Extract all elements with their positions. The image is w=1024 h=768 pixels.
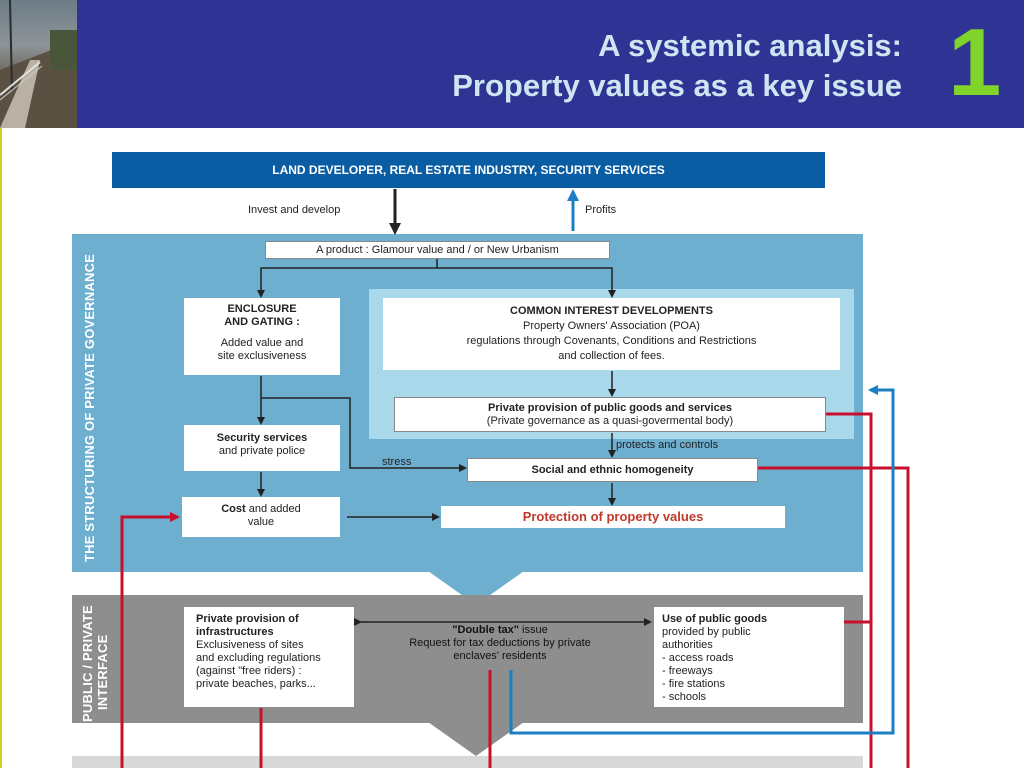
slide-number: 1 <box>948 9 1002 116</box>
public-goods-item2: - freeways <box>662 665 713 677</box>
public-goods-item1: - access roads <box>662 652 734 664</box>
homogeneity-box: Social and ethnic homogeneity <box>467 458 758 482</box>
double-tax-block: "Double tax" issue Request for tax deduc… <box>360 624 640 663</box>
enclosure-title-line1: ENCLOSURE <box>227 303 297 315</box>
private-provision-title: Private provision of public goods and se… <box>488 402 732 414</box>
security-title: Security services <box>216 432 308 444</box>
third-panel-edge <box>72 756 863 768</box>
cost-line2: value <box>247 516 275 528</box>
slide-header: A systemic analysis: Property values as … <box>0 0 1024 128</box>
product-fanout <box>257 259 438 298</box>
public-goods-item4: - schools <box>662 691 707 703</box>
public-goods-line2: authorities <box>662 639 713 651</box>
blue-line-loop <box>509 385 895 735</box>
cid-line2: regulations through Covenants, Condition… <box>466 335 757 347</box>
cost-title: Cost <box>221 503 246 515</box>
infra-text-line2: and excluding regulations <box>196 652 321 664</box>
protection-box: Protection of property values <box>441 506 785 528</box>
infrastructures-box: Private provision of infrastructures Exc… <box>184 607 354 707</box>
stress-label: stress <box>382 456 412 468</box>
photo-thumbnail-drawing <box>0 0 77 128</box>
public-goods-box: Use of public goods provided by public a… <box>654 607 844 707</box>
interface-arrow-notch <box>428 722 524 756</box>
top-bar-label: LAND DEVELOPER, REAL ESTATE INDUSTRY, SE… <box>272 163 665 177</box>
stress-arrow <box>261 397 467 472</box>
enclosure-text-line1: Added value and <box>220 337 304 349</box>
private-provision-box: Private provision of public goods and se… <box>394 397 826 432</box>
infra-text-line4: private beaches, parks... <box>196 678 316 690</box>
cid-line3: and collection of fees. <box>558 350 665 362</box>
cid-box: COMMON INTEREST DEVELOPMENTS Property Ow… <box>383 298 840 370</box>
slide-title-line2: Property values as a key issue <box>452 68 902 103</box>
cost-rest: and added <box>245 503 301 515</box>
left-accent-line <box>0 128 2 768</box>
enclosure-title-line2: AND GATING : <box>224 316 300 328</box>
slide-title-line1: A systemic analysis: <box>598 28 902 63</box>
red-line-homogeneity <box>758 466 910 768</box>
protects-label: protects and controls <box>616 439 719 451</box>
cost-box: Cost and added value <box>182 497 340 537</box>
photo-thumbnail <box>0 0 77 128</box>
public-goods-line1: provided by public <box>662 626 751 638</box>
enclosure-text-line2: site exclusiveness <box>217 350 307 362</box>
security-box: Security services and private police <box>184 425 340 471</box>
double-tax-title: "Double tax" <box>452 624 519 636</box>
cid-line1: Property Owners' Association (POA) <box>523 320 700 332</box>
invest-label: Invest and develop <box>248 204 341 216</box>
cid-title: COMMON INTEREST DEVELOPMENTS <box>510 305 713 317</box>
profits-label: Profits <box>585 204 617 216</box>
enclosure-box: ENCLOSURE AND GATING : Added value and s… <box>184 298 340 375</box>
double-tax-title-rest: issue <box>518 624 548 636</box>
product-box: A product : Glamour value and / or New U… <box>265 241 610 259</box>
product-fanout-right <box>437 267 616 298</box>
public-goods-title: Use of public goods <box>662 613 768 625</box>
slide-title: A systemic analysis: Property values as … <box>452 26 902 106</box>
infra-title-line2: infrastructures <box>196 626 274 638</box>
red-line-cost-loop <box>120 512 180 768</box>
public-goods-item3: - fire stations <box>662 678 725 690</box>
double-tax-line2: Request for tax deductions by private <box>409 637 591 649</box>
security-text: and private police <box>218 445 306 457</box>
private-provision-subtitle: (Private governance as a quasi-goverment… <box>486 415 734 427</box>
top-bar: LAND DEVELOPER, REAL ESTATE INDUSTRY, SE… <box>112 152 825 188</box>
infra-title-line1: Private provision of <box>196 613 299 625</box>
red-line-provision <box>826 412 873 768</box>
infra-text-line1: Exclusiveness of sites <box>196 639 304 651</box>
infra-text-line3: (against "free riders) : <box>196 665 302 677</box>
double-tax-line3: enclaves' residents <box>453 650 547 662</box>
